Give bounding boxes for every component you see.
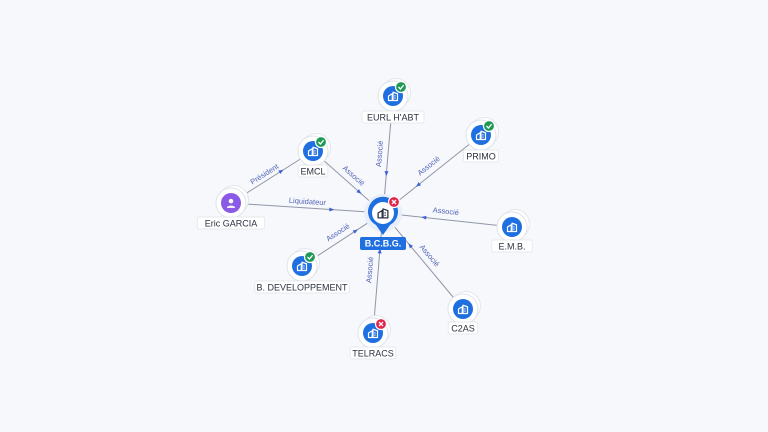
node-label-box <box>447 321 479 335</box>
node-label: PRIMO <box>466 152 496 162</box>
node-garcia[interactable]: Eric GARCIA <box>196 185 266 230</box>
status-closed-icon <box>387 195 401 209</box>
edge-line <box>382 212 464 310</box>
node-emb[interactable]: E.M.B. <box>491 209 533 253</box>
edge-relation-label: Associé <box>432 205 459 217</box>
edge-arrow <box>415 182 422 187</box>
node-eurl[interactable]: EURL H'ABT <box>361 78 425 124</box>
status-active-icon <box>482 119 496 133</box>
edge-relation-label: Liquidateur <box>289 196 327 207</box>
edge-arrow <box>356 189 362 194</box>
edge-line <box>372 212 384 334</box>
edge-arrow <box>408 243 414 249</box>
node-label-box <box>254 280 350 294</box>
node-label: Eric GARCIA <box>205 219 258 229</box>
edge-telracs-to-center: Associé <box>364 212 384 334</box>
edge-garcia-to-center: Liquidateur <box>230 196 384 214</box>
status-active-icon <box>303 250 317 264</box>
node-c2as[interactable]: C2AS <box>447 291 481 335</box>
edge-relation-label: Associé <box>374 140 385 167</box>
node-label: EURL H'ABT <box>367 113 419 123</box>
node-label-box <box>361 110 425 124</box>
status-closed-icon <box>374 317 388 331</box>
edge-emb-to-center: Associé <box>382 205 513 228</box>
edge-arrow <box>352 229 358 234</box>
node-emcl[interactable]: EMCL <box>297 133 331 178</box>
edge-arrow <box>421 215 427 220</box>
center-node[interactable]: B.C.B.G. <box>360 194 406 250</box>
status-active-icon <box>314 135 328 149</box>
nodes-layer: EURL H'ABT PRIMO E.M.B. C2AS TELRACS B. DEVEL… <box>196 78 533 360</box>
node-primo[interactable]: PRIMO <box>463 117 499 163</box>
center-label: B.C.B.G. <box>365 239 402 249</box>
node-label-box <box>297 164 329 178</box>
center-label-box <box>360 237 406 250</box>
edge-relation-label: Associé <box>364 256 375 283</box>
node-label: EMCL <box>300 167 325 177</box>
node-label: E.M.B. <box>498 242 525 252</box>
edge-arrow <box>329 207 335 212</box>
edge-relation-label: Associé <box>416 154 442 177</box>
node-label-box <box>196 216 266 230</box>
node-bdev[interactable]: B. DEVELOPPEMENT <box>254 248 350 294</box>
center-layer: B.C.B.G. <box>360 194 406 250</box>
edge-arrow <box>384 171 389 177</box>
node-label: TELRACS <box>352 349 394 359</box>
node-telracs[interactable]: TELRACS <box>349 315 397 360</box>
node-label: C2AS <box>451 324 475 334</box>
edge-relation-label: Associé <box>324 221 351 243</box>
edge-arrow <box>278 169 284 175</box>
edge-relation-label: Associé <box>418 243 442 269</box>
node-label: B. DEVELOPPEMENT <box>256 283 348 293</box>
node-label-box <box>463 149 499 163</box>
status-active-icon <box>394 80 408 94</box>
edge-relation-label: Associé <box>341 164 367 188</box>
node-label-box <box>349 346 397 360</box>
edge-line <box>230 202 384 214</box>
node-label-box <box>491 239 533 253</box>
edge-arrow <box>377 248 382 254</box>
edge-line <box>382 212 513 228</box>
